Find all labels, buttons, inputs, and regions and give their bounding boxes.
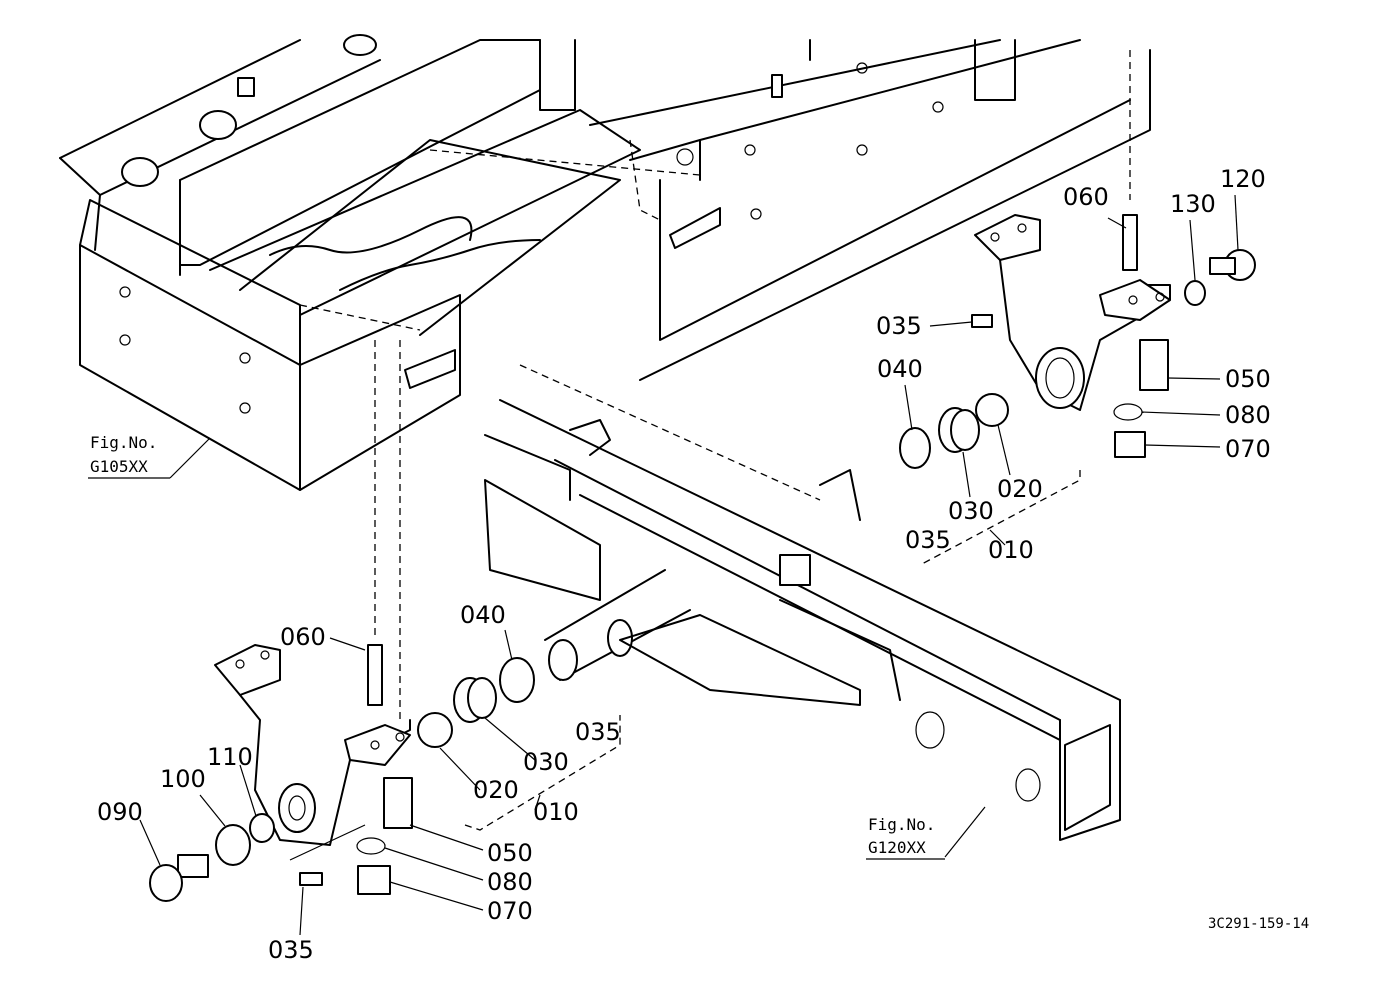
callout-060-right: 060 <box>1063 183 1109 211</box>
callout-130-right: 130 <box>1170 190 1216 218</box>
callout-120-right: 120 <box>1220 165 1266 193</box>
callout-010-left: 010 <box>533 798 579 826</box>
callout-010-right: 010 <box>988 536 1034 564</box>
callout-020-right: 020 <box>997 475 1043 503</box>
callout-070-left: 070 <box>487 897 533 925</box>
fig-ref-lower-title: Fig.No. <box>868 815 935 834</box>
callout-080-right: 080 <box>1225 401 1271 429</box>
fig-ref-lower-number: G120XX <box>868 838 926 857</box>
callout-040-right: 040 <box>877 355 923 383</box>
callout-020-left: 020 <box>473 776 519 804</box>
fig-ref-upper-title: Fig.No. <box>90 433 157 452</box>
callout-035-left-nipple: 035 <box>268 936 314 964</box>
callout-035-left-set: 035 <box>575 718 621 746</box>
left-bracket-assembly <box>149 644 621 902</box>
callout-050-left: 050 <box>487 839 533 867</box>
leader-lines <box>139 194 1239 936</box>
callout-035-right-nipple: 035 <box>876 312 922 340</box>
drawing-code: 3C291-159-14 <box>1208 916 1309 932</box>
callout-040-left: 040 <box>460 601 506 629</box>
callout-110-left: 110 <box>207 743 253 771</box>
left-callouts: 060 040 035 030 110 100 090 020 010 050 … <box>97 601 621 964</box>
callout-090-left: 090 <box>97 798 143 826</box>
callout-080-left: 080 <box>487 868 533 896</box>
callout-100-left: 100 <box>160 765 206 793</box>
right-bracket-assembly <box>899 214 1256 566</box>
right-callouts: 060 130 120 035 040 050 080 070 020 030 … <box>876 165 1271 564</box>
callout-070-right: 070 <box>1225 435 1271 463</box>
figure-references: Fig.No. G105XX Fig.No. G120XX <box>88 433 945 860</box>
upper-frame <box>59 34 1151 720</box>
callout-060-left: 060 <box>280 623 326 651</box>
callout-035-right-set: 035 <box>905 526 951 554</box>
callout-030-right: 030 <box>948 497 994 525</box>
callout-030-left: 030 <box>523 748 569 776</box>
fig-ref-upper-number: G105XX <box>90 457 148 476</box>
lower-frame <box>484 364 1121 841</box>
callout-050-right: 050 <box>1225 365 1271 393</box>
